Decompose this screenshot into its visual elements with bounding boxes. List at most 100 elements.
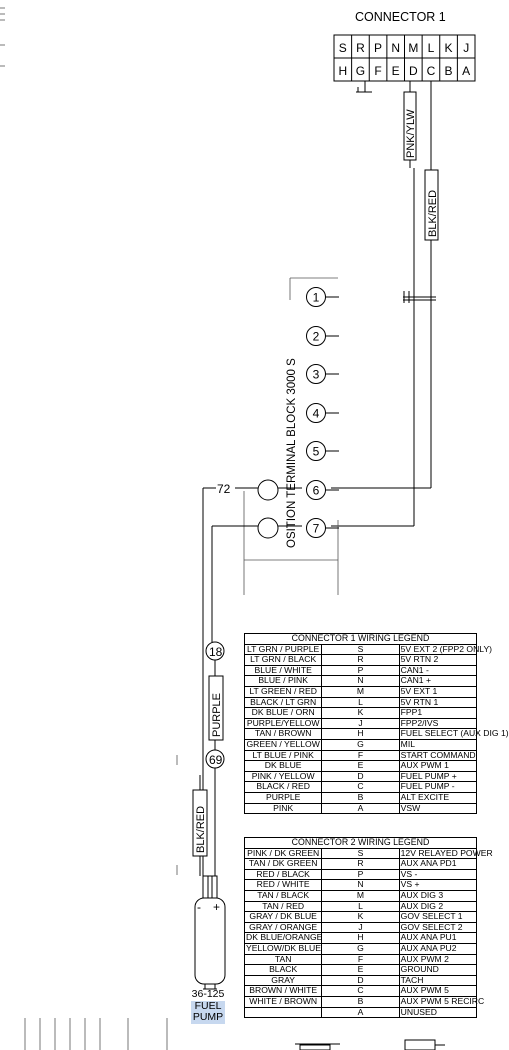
wire-color: PINK / DK GREEN — [243, 847, 323, 860]
wire-color: GREEN / YELLOW — [243, 738, 323, 751]
pin-letter: F — [321, 749, 400, 762]
terminal-6-number: 6 — [313, 484, 320, 498]
wire-color: BLUE / WHITE — [243, 664, 323, 677]
pin-function: AUX PWM 5 — [398, 985, 478, 997]
pin-function: CAN1 - — [398, 664, 478, 677]
pin-letter: R — [321, 654, 400, 666]
pin-letter: J — [321, 717, 400, 730]
connector1-pin-d: D — [409, 64, 418, 78]
connector1-pin-f: F — [374, 64, 381, 78]
pin-function: AUX ANA PU2 — [398, 942, 478, 955]
wire-blk-red-upper — [331, 81, 439, 489]
wire-color: PURPLE — [243, 791, 323, 804]
pin-letter: S — [321, 847, 400, 860]
wire-color: BLACK — [243, 964, 323, 976]
pin-letter: E — [321, 760, 400, 772]
pin-function: ALT EXCITE — [398, 791, 478, 804]
pin-function: AUX ANA PD1 — [398, 858, 478, 870]
pin-function: TACH — [398, 974, 478, 987]
connector1-pin-h: H — [338, 64, 347, 78]
wire-color: GRAY / ORANGE — [243, 921, 323, 934]
terminal-4-number: 4 — [313, 407, 320, 421]
wire-blk-red-lower — [192, 775, 208, 876]
pin-letter: C — [321, 985, 400, 997]
connector1-pin-a: A — [462, 64, 470, 78]
pin-letter: D — [321, 770, 400, 783]
pin-function: AUX ANA PU1 — [398, 932, 478, 944]
pin-letter: A — [321, 1006, 400, 1019]
pin-function: FUEL SELECT (AUX DIG 1) — [398, 728, 509, 740]
pin-letter: A — [321, 802, 400, 815]
pin-function: VS - — [398, 868, 478, 881]
connector1-pin-l: L — [428, 41, 435, 55]
pin-function: GROUND — [398, 964, 478, 976]
pin-function: AUX PWM 5 RECIRC — [398, 995, 485, 1008]
connector2-legend: CONNECTOR 2 WIRING LEGEND PINK / DK GREE… — [243, 837, 493, 1019]
pin-function: 5V EXT 2 (FPP2 ONLY) — [398, 643, 493, 656]
fuel-pump-plus: + — [213, 900, 220, 914]
wire-color — [243, 1006, 323, 1019]
wire-color: GRAY / DK BLUE — [243, 911, 323, 923]
terminal-1-number: 1 — [313, 291, 320, 305]
pin-letter: N — [321, 675, 400, 687]
terminal-3-number: 3 — [313, 368, 320, 382]
wire-color: LT GRN / PURPLE — [243, 643, 323, 656]
wire-color: RED / BLACK — [243, 868, 323, 881]
legend1-title: CONNECTOR 1 WIRING LEGEND — [244, 633, 477, 645]
pin-function: FPP2/IVS — [398, 717, 478, 730]
connector1-pin-m: M — [408, 41, 418, 55]
pin-letter: F — [321, 953, 400, 966]
connector1-pin-n: N — [391, 41, 400, 55]
pin-function: 5V RTN 1 — [398, 696, 478, 709]
pin-letter: H — [321, 932, 400, 944]
left-edge-marks — [0, 7, 5, 67]
wire-color: RED / WHITE — [243, 879, 323, 891]
terminal-block-outline — [243, 277, 339, 595]
connector1-pin-g: G — [356, 64, 365, 78]
pin-function: 5V RTN 2 — [398, 654, 478, 666]
pin-letter: S — [321, 643, 400, 656]
pin-function: FUEL PUMP + — [398, 770, 478, 783]
pin-function: FPP1 — [398, 707, 478, 719]
fuel-pump-label: 36-125 FUEL PUMP — [186, 988, 230, 1024]
pin-letter: B — [321, 791, 400, 804]
wire-color: DK BLUE/ORANGE — [243, 932, 323, 944]
wire-number-72: 72 — [217, 482, 231, 496]
fuel-pump-part-number: 36-125 — [191, 988, 225, 1000]
terminal-5-number: 5 — [313, 445, 320, 459]
wire-label-blk-red-upper: BLK/RED — [427, 190, 439, 237]
connector1-pin-e: E — [392, 64, 400, 78]
wire-pnk-ylw — [331, 81, 417, 527]
pin-function: FUEL PUMP - — [398, 781, 478, 793]
pin-letter: B — [321, 995, 400, 1008]
wire-color: PINK / YELLOW — [243, 770, 323, 783]
pin-function: 12V RELAYED POWER — [398, 847, 493, 860]
connector1-pin-b: B — [445, 64, 453, 78]
pin-letter: G — [321, 738, 400, 751]
pin-function: 5V EXT 1 — [398, 685, 478, 698]
fuel-pump-symbol — [194, 875, 226, 990]
